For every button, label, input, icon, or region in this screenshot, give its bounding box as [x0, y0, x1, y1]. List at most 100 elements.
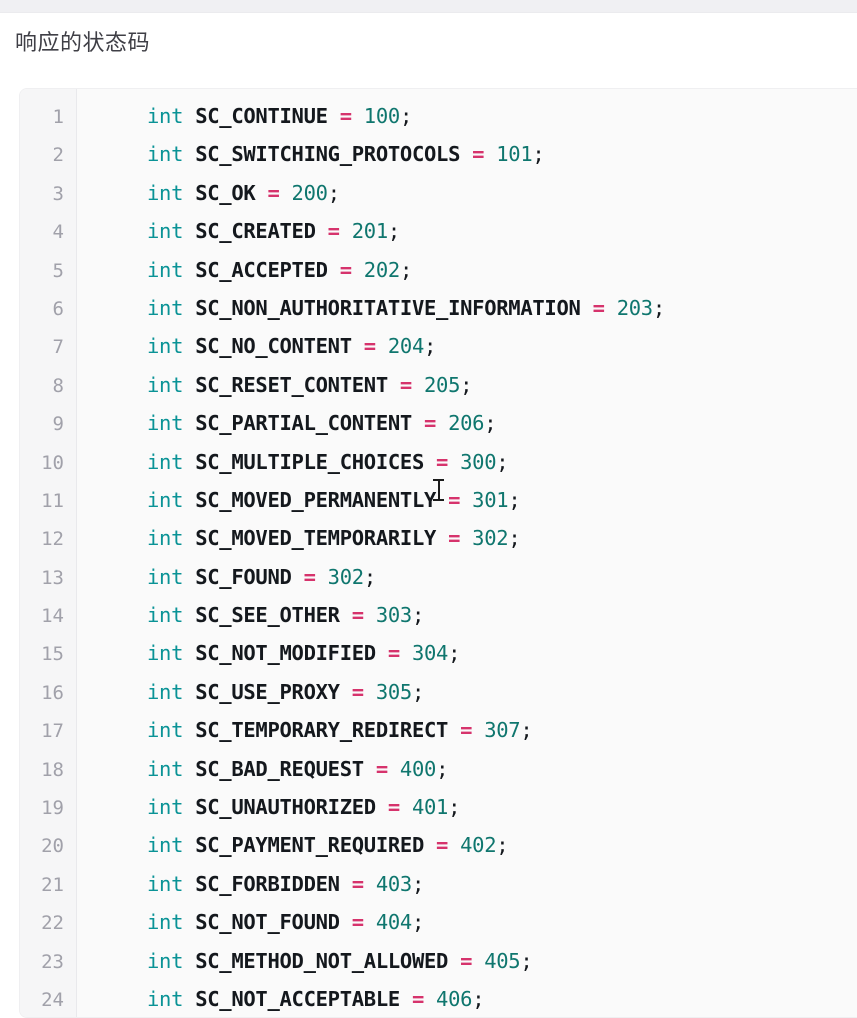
token-operator: =: [363, 334, 376, 359]
token-punctuation: ;: [520, 718, 533, 743]
code-line: 12 int SC_MOVED_TEMPORARILY = 302;: [20, 519, 857, 557]
token-number: 100: [363, 104, 400, 128]
token-number: 301: [472, 487, 509, 512]
line-number: 12: [41, 528, 64, 551]
line-number: 3: [52, 182, 64, 205]
code-line-text: int SC_UNAUTHORIZED = 401;: [76, 788, 460, 826]
line-number: 18: [41, 758, 64, 781]
code-line-text: int SC_SEE_OTHER = 303;: [76, 596, 424, 634]
token-punctuation: ;: [327, 180, 340, 205]
code-line-text: int SC_OK = 200;: [76, 174, 340, 212]
token-number: 404: [375, 910, 412, 935]
token-type: int: [147, 756, 184, 781]
line-number: 13: [41, 566, 64, 589]
token-identifier: SC_FOUND: [195, 564, 292, 589]
token-punctuation: ;: [411, 910, 425, 935]
token-operator: =: [460, 718, 473, 743]
token-type: int: [147, 334, 184, 359]
token-punctuation: ;: [496, 449, 509, 474]
token-number: 400: [399, 756, 437, 781]
token-identifier: SC_ACCEPTED: [195, 257, 328, 282]
token-punctuation: ;: [399, 104, 412, 128]
token-operator: =: [351, 679, 364, 704]
token-number: 405: [484, 948, 521, 973]
token-identifier: SC_MULTIPLE_CHOICES: [195, 449, 424, 474]
token-type: int: [147, 411, 184, 436]
token-punctuation: ;: [424, 334, 437, 359]
token-identifier: SC_RESET_CONTENT: [195, 372, 388, 397]
line-number: 10: [41, 451, 64, 474]
token-number: 305: [375, 679, 412, 704]
line-number: 2: [52, 144, 64, 167]
token-number: 401: [411, 795, 449, 820]
token-operator: =: [375, 756, 388, 781]
token-operator: =: [267, 180, 280, 205]
token-identifier: SC_UNAUTHORIZED: [195, 795, 376, 820]
code-line-text: int SC_CONTINUE = 100;: [76, 97, 412, 135]
line-number: 9: [52, 413, 64, 436]
token-number: 304: [411, 641, 449, 666]
token-operator: =: [387, 641, 400, 666]
token-punctuation: ;: [484, 411, 497, 436]
token-type: int: [147, 295, 184, 320]
token-punctuation: ;: [387, 219, 400, 244]
code-line: 19 int SC_UNAUTHORIZED = 401;: [20, 788, 857, 826]
token-punctuation: ;: [460, 372, 473, 397]
token-type: int: [147, 142, 184, 167]
token-identifier: SC_NOT_ACCEPTABLE: [195, 986, 400, 1011]
line-number: 8: [52, 374, 64, 397]
token-identifier: SC_MOVED_PERMANENTLY: [195, 487, 437, 512]
token-type: int: [147, 718, 184, 743]
token-type: int: [147, 104, 184, 128]
code-line-text: int SC_MOVED_TEMPORARILY = 302;: [76, 519, 521, 557]
token-operator: =: [387, 795, 400, 820]
code-line-text: int SC_PARTIAL_CONTENT = 206;: [76, 404, 497, 442]
token-type: int: [147, 257, 184, 282]
token-type: int: [147, 910, 184, 935]
token-type: int: [147, 372, 184, 397]
token-operator: =: [424, 411, 437, 436]
code-line-text: int SC_NOT_ACCEPTABLE = 406;: [76, 980, 485, 1017]
token-punctuation: ;: [363, 564, 376, 589]
token-operator: =: [351, 871, 364, 896]
code-line-text: int SC_MULTIPLE_CHOICES = 300;: [76, 443, 509, 481]
token-punctuation: ;: [411, 871, 425, 896]
line-number: 19: [41, 797, 64, 820]
token-operator: =: [351, 910, 364, 935]
code-line-text: int SC_NOT_FOUND = 404;: [76, 903, 424, 941]
token-identifier: SC_METHOD_NOT_ALLOWED: [195, 948, 449, 973]
line-number: 11: [41, 489, 64, 512]
token-operator: =: [411, 986, 424, 1011]
token-number: 101: [496, 142, 533, 167]
token-number: 303: [375, 603, 412, 628]
token-number: 206: [448, 411, 485, 436]
line-number: 14: [41, 605, 64, 628]
code-line: 3 int SC_OK = 200;: [20, 174, 857, 212]
token-identifier: SC_OK: [195, 180, 256, 205]
code-line-text: int SC_SWITCHING_PROTOCOLS = 101;: [76, 135, 545, 173]
token-punctuation: ;: [448, 795, 461, 820]
token-type: int: [147, 449, 184, 474]
code-line: 14 int SC_SEE_OTHER = 303;: [20, 596, 857, 634]
token-operator: =: [472, 142, 485, 167]
token-number: 201: [351, 219, 388, 244]
token-identifier: SC_PAYMENT_REQUIRED: [195, 833, 424, 858]
token-number: 402: [460, 833, 497, 858]
line-number: 24: [41, 988, 64, 1011]
window-top-strip: [0, 0, 857, 13]
token-identifier: SC_NON_AUTHORITATIVE_INFORMATION: [195, 295, 581, 320]
token-number: 307: [484, 718, 521, 743]
token-operator: =: [436, 833, 449, 858]
token-operator: =: [436, 449, 449, 474]
token-identifier: SC_SWITCHING_PROTOCOLS: [195, 142, 461, 167]
token-number: 200: [291, 180, 328, 205]
token-number: 406: [436, 986, 473, 1011]
token-type: int: [147, 948, 184, 973]
